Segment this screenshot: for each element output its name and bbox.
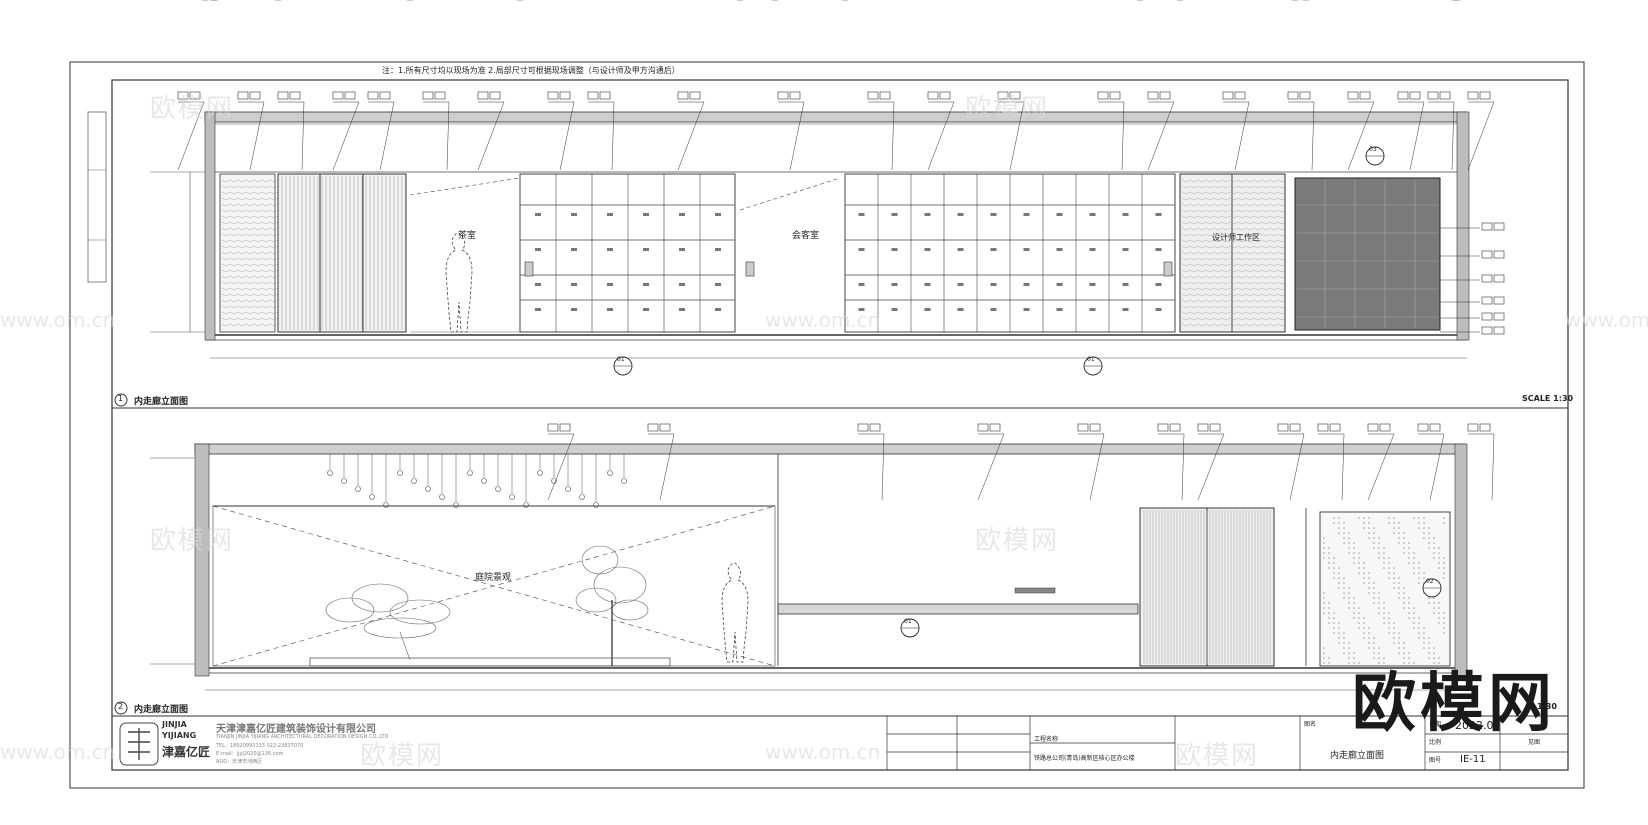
project-name: 铁路总公司(青岛)高新区核心区办公楼 — [1034, 755, 1135, 762]
project-label: 工程名称 — [1034, 736, 1059, 743]
drawing-name-label: 图名 — [1304, 721, 1317, 728]
elevation-view-1 — [150, 0, 1505, 359]
logo-en-1: JINJIA — [162, 720, 187, 729]
view-2-title: 内走廊立面图 — [134, 705, 189, 715]
date-label: 日期 — [1429, 721, 1442, 728]
logo-cn: 津嘉亿匠 — [162, 745, 211, 759]
section-marker-label: 01 — [904, 618, 912, 625]
room-tag: 设计师工作区 — [1212, 233, 1260, 242]
date-value: 2022.05 — [1455, 719, 1501, 732]
section-marker-label: 02 — [1426, 578, 1434, 585]
elevation-view-2 — [150, 0, 1495, 691]
company-name-en: TIANJIN JINJIA YIJIANG ARCHITECTURAL DEC… — [216, 734, 389, 740]
section-marker — [613, 146, 1442, 638]
section-marker-label: 03 — [1369, 146, 1377, 153]
room-tag: 庭院景观 — [475, 573, 512, 583]
sheet-note: 注：1.所有尺寸均以现场为准 2.局部尺寸可根据现场调整（与设计师及甲方沟通后） — [382, 66, 680, 75]
company-tel: TEL：18920993133 022-23837070 — [216, 743, 304, 749]
company-address: ADD：天津市河西区 — [216, 759, 263, 765]
view-2-number: 2 — [118, 702, 124, 711]
room-tag: 茶室 — [458, 231, 477, 241]
section-marker-label: 01 — [617, 356, 625, 363]
scale-label: 比例 — [1429, 739, 1442, 746]
section-marker-label: 01 — [1087, 356, 1095, 363]
drawing-name: 内走廊立面图 — [1330, 751, 1385, 761]
scale-value: 见图 — [1528, 739, 1541, 746]
logo-en-2: YIJIANG — [162, 731, 197, 740]
title-block — [119, 716, 1568, 770]
room-tag: 会客室 — [792, 231, 820, 241]
company-name: 天津津嘉亿匠建筑装饰设计有限公司 — [216, 724, 376, 735]
view-1-number: 1 — [118, 394, 124, 403]
company-email: E-mail：jjyj2020@126.com — [216, 751, 284, 757]
view-2-scale: 1:30 — [1537, 702, 1557, 711]
sheet-number-label: 图号 — [1429, 757, 1442, 764]
view-1-title: 内走廊立面图 — [134, 397, 189, 407]
view-1-scale: SCALE 1:30 — [1522, 394, 1574, 403]
sheet-number: IE-11 — [1460, 754, 1486, 765]
